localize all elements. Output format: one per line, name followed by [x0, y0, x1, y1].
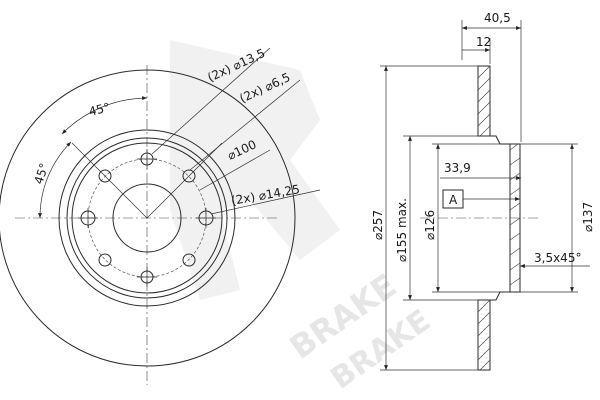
hatch-pattern	[477, 65, 491, 371]
disc-outer-circle	[0, 69, 296, 367]
disc-ring-section-top	[477, 65, 491, 137]
small-hole	[98, 253, 112, 267]
hat-circle-outer	[58, 129, 236, 307]
angle-label-left: 45°	[32, 161, 52, 186]
label-disc-thickness: 12	[476, 35, 491, 49]
small-hole	[182, 253, 196, 267]
angle-label-top: 45°	[87, 100, 111, 119]
leader-bolt-hole	[151, 47, 271, 155]
label-chamfer: 3,5x45°	[534, 251, 581, 265]
side-view: 40,5 12 33,9 A ⌀257 ⌀155 max. ⌀126 ⌀137 …	[371, 11, 595, 371]
leader-stud-hole	[210, 189, 321, 215]
center-bore	[112, 183, 182, 253]
small-hole	[98, 169, 112, 183]
radial-line-45-right	[146, 142, 223, 219]
hole-crosshairs	[78, 149, 216, 287]
label-hat-depth: 33,9	[444, 161, 471, 175]
angle-arc-left	[38, 141, 72, 219]
disc-ring-section-bottom	[477, 299, 491, 371]
leader-pcd	[199, 149, 271, 191]
leader-small-hole	[189, 79, 301, 171]
label-max-diameter: ⌀155 max.	[395, 198, 409, 262]
datum-label: A	[449, 193, 458, 207]
radial-line-45-left	[71, 142, 148, 219]
label-outer-diameter: ⌀257	[371, 210, 385, 240]
hat-circle-inner	[71, 142, 223, 294]
label-hat-diameter: ⌀137	[581, 202, 595, 232]
watermark-logo-shape	[170, 40, 340, 300]
hat-circle-middle	[66, 137, 228, 299]
angle-arc-top	[61, 96, 148, 135]
label-total-width: 40,5	[484, 11, 511, 25]
label-hub-diameter: ⌀126	[423, 210, 437, 240]
small-hole	[182, 169, 196, 183]
hat-hatch	[509, 143, 521, 286]
